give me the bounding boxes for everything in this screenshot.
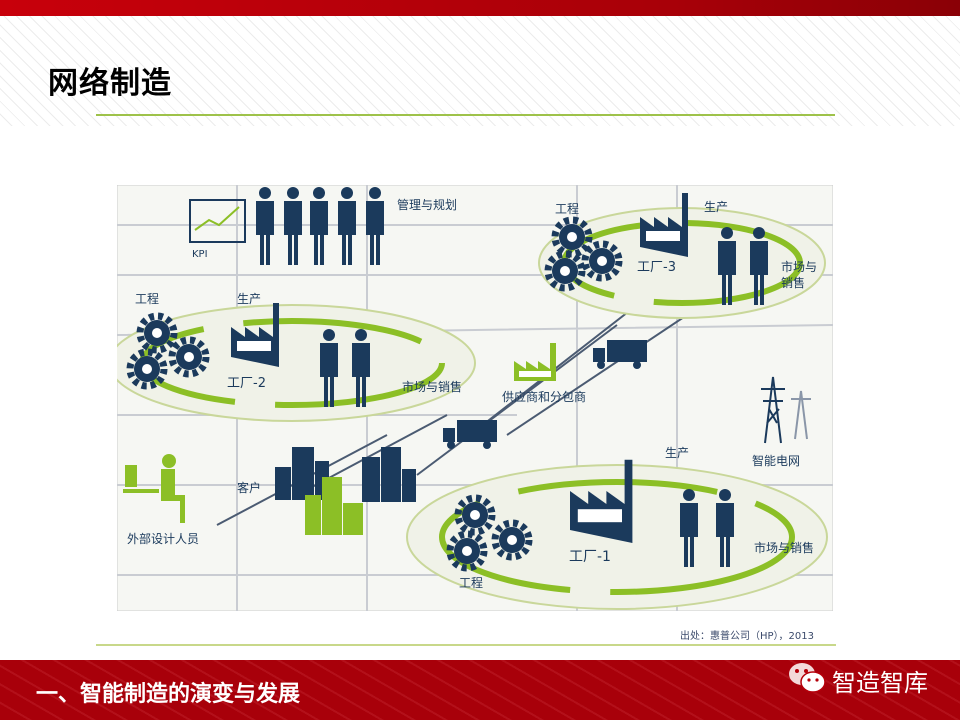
source-caption: 出处：惠普公司（HP），2013 — [680, 631, 814, 642]
factory1-sales-label: 市场与销售 — [754, 540, 814, 555]
header-background — [0, 16, 960, 126]
network-manufacturing-diagram: KPI 管理与规划 工程 生产 工厂-3 市场与 销售 工程 生产 工厂-2 市… — [117, 185, 833, 611]
designer-label: 外部设计人员 — [127, 531, 199, 546]
factory2-sales-label: 市场与销售 — [402, 379, 462, 394]
top-bar — [0, 0, 960, 16]
factory1-name: 工厂-1 — [569, 549, 611, 565]
power-tower-icon — [761, 376, 811, 444]
kpi-label: KPI — [192, 249, 208, 260]
title-divider — [96, 114, 835, 116]
factory2-engineering-label: 工程 — [135, 291, 159, 306]
supplier-label: 供应商和分包商 — [502, 389, 586, 404]
management-label: 管理与规划 — [397, 197, 457, 212]
section-title: 一、智能制造的演变与发展 — [36, 682, 301, 707]
factory2-name: 工厂-2 — [227, 376, 266, 391]
factory3-name: 工厂-3 — [637, 260, 676, 275]
wechat-icon — [789, 663, 826, 693]
factory3-engineering-label: 工程 — [555, 201, 579, 216]
bottom-divider — [96, 644, 836, 646]
factory3-sales-label-1: 市场与 — [781, 259, 817, 274]
customer-label: 客户 — [237, 480, 261, 495]
slide-title: 网络制造 — [48, 66, 172, 101]
supplier-factory-icon — [514, 343, 556, 381]
smart-grid-label: 智能电网 — [752, 453, 800, 468]
factory3-production-label: 生产 — [704, 200, 728, 214]
buildings-icon — [275, 447, 416, 535]
factory3-sales-label-2: 销售 — [781, 275, 805, 290]
designer-at-computer-icon — [123, 454, 185, 523]
kpi-chart-icon — [189, 199, 246, 243]
factory1-engineering-label: 工程 — [459, 575, 483, 590]
factory1-production-label: 生产 — [665, 446, 689, 460]
brand-name: 智造智库 — [832, 669, 928, 697]
factory2-production-label: 生产 — [237, 292, 261, 306]
